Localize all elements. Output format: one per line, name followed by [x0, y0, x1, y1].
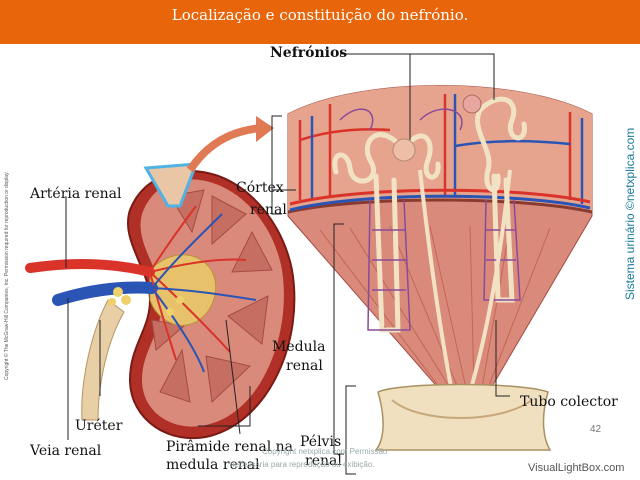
label-veia-renal: Veia renal: [30, 443, 102, 459]
watermark-line-1: Copyright netxplica.com Permissão: [262, 447, 388, 456]
label-pelvis-renal: renal: [305, 453, 342, 469]
medulla-bracket: [333, 223, 344, 455]
glomerulus-1: [392, 138, 416, 162]
label-medula-renal: renal: [286, 358, 323, 374]
peritubular-capillaries: [339, 108, 521, 331]
label-cortex-renal: renal: [250, 202, 287, 218]
ureter-shape: [81, 299, 125, 421]
glomerulus-2: [462, 94, 482, 114]
cortical-arteries: [298, 94, 572, 200]
kidney-illustration: [25, 162, 296, 440]
renal-fat: [108, 287, 184, 316]
label-tubo-colector: Tubo colector: [520, 394, 618, 410]
label-ureter: Uréter: [75, 418, 123, 434]
highlighted-pyramid: [143, 162, 199, 208]
interlobar-arteries: [149, 205, 247, 361]
title-bar: Localização e constituição do nefrónio.: [0, 0, 640, 44]
label-nefronios: Nefrónios: [270, 45, 348, 61]
region-brackets: [271, 115, 356, 475]
arcuate-vein: [289, 194, 591, 212]
label-piramide-2: medula renal: [166, 457, 260, 473]
page-title: Localização e constituição do nefrónio.: [171, 6, 469, 24]
site-watermark: VisualLightBox.com: [528, 462, 625, 474]
cortex-band: [288, 85, 592, 212]
renal-artery: [25, 258, 155, 277]
pelvis-bracket: [345, 385, 356, 475]
corticomedullary-boundary: [287, 198, 593, 214]
watermark-line-2: necessária para reprodução ou exibição.: [230, 460, 375, 469]
cortex-bracket: [271, 115, 282, 215]
renal-vein: [52, 281, 158, 306]
zoom-arrow-head: [256, 116, 274, 142]
label-arteria-renal: Artéria renal: [30, 186, 122, 202]
label-medula: Medula: [272, 339, 326, 355]
zoom-arrow: [186, 124, 263, 173]
slide-number: 42: [590, 424, 602, 435]
copyright-notice: Copyright © The McGraw-Hill Companies, I…: [4, 171, 10, 380]
label-pelvis: Pélvis: [300, 434, 342, 450]
arcuate-artery: [289, 188, 591, 206]
interlobar-veins: [151, 213, 257, 373]
side-credit: Sistema urinário ©netxplica.com: [623, 127, 637, 300]
renal-pyramids: [151, 189, 273, 404]
label-piramide-1: Pirâmide renal na: [166, 439, 294, 455]
leader-lines: [65, 53, 510, 440]
enlarged-pyramid: [287, 85, 593, 451]
label-cortex: Córtex: [236, 180, 284, 196]
collecting-ducts: [418, 169, 512, 393]
